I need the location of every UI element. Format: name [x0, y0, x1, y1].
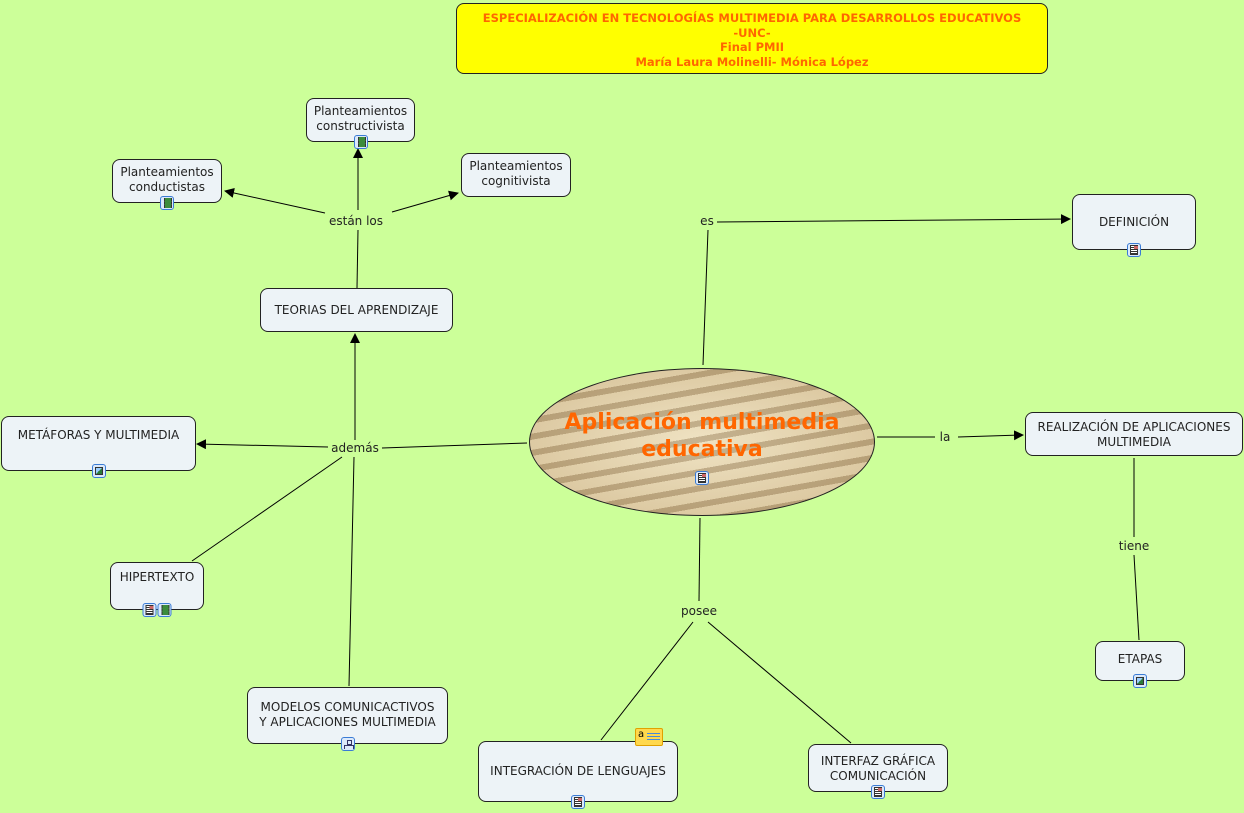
link-estanlos-to-conductistas — [224, 188, 326, 214]
film-icon[interactable] — [353, 135, 368, 149]
central-concept-label: Aplicación multimedia educativa — [564, 410, 840, 462]
title-banner: ESPECIALIZACIÓN EN TECNOLOGÍAS MULTIMEDI… — [456, 3, 1048, 74]
link-teorias-to-estanlos — [356, 229, 359, 289]
concept-planteamientos-cognitivista[interactable]: Planteamientos cognitivista — [461, 153, 571, 197]
concept-modelos-comunicactivos[interactable]: MODELOS COMUNICACTIVOS Y APLICACIONES MU… — [247, 687, 448, 751]
concept-label: TEORIAS DEL APRENDIZAJE — [274, 302, 439, 317]
concept-label: METÁFORAS Y MULTIMEDIA — [17, 428, 180, 442]
concept-label: Planteamientos conductistas — [120, 165, 214, 194]
link-central-to-ademas — [381, 442, 528, 449]
image-icon[interactable] — [1133, 674, 1147, 688]
link-es-to-definicion — [716, 214, 1071, 225]
link-central-to-es — [702, 229, 709, 366]
document-icon[interactable] — [871, 785, 885, 799]
concept-label: INTERFAZ GRÁFICA COMUNICACIÓN — [820, 754, 936, 783]
concept-planteamientos-conductistas[interactable]: Planteamientos conductistas — [112, 159, 222, 210]
central-resources — [695, 471, 709, 485]
concept-map-icon[interactable] — [340, 737, 355, 751]
link-phrase-posee[interactable]: posee — [679, 604, 719, 618]
concept-definicion[interactable]: DEFINICIÓN — [1072, 194, 1196, 257]
link-phrase-estan-los[interactable]: están los — [326, 214, 386, 228]
document-icon[interactable] — [571, 795, 585, 809]
banner-line-course: Final PMII — [719, 40, 785, 54]
concept-metaforas-y-multimedia[interactable]: METÁFORAS Y MULTIMEDIA — [1, 416, 196, 478]
concept-etapas[interactable]: ETAPAS — [1095, 641, 1185, 688]
resource-icons — [160, 196, 174, 210]
concept-label: Planteamientos cognitivista — [469, 159, 563, 188]
concept-label: INTEGRACIÓN DE LENGUAJES — [490, 764, 666, 778]
link-central-to-posee — [698, 517, 701, 602]
film-icon[interactable] — [160, 196, 174, 210]
document-icon[interactable] — [1127, 243, 1141, 257]
resource-icons — [1133, 674, 1147, 688]
concept-label: ETAPAS — [1117, 652, 1163, 666]
film-icon[interactable] — [157, 603, 172, 617]
central-concept[interactable]: Aplicación multimedia educativa — [529, 368, 875, 516]
concept-label: REALIZACIÓN DE APLICACIONES MULTIMEDIA — [1037, 420, 1231, 449]
link-ademas-to-hipertexto — [191, 456, 343, 562]
link-tiene-to-etapas — [1133, 554, 1140, 641]
resource-icons — [571, 795, 585, 809]
link-posee-to-integracion — [600, 621, 694, 741]
banner-line-authors: María Laura Molinelli- Mónica López — [635, 54, 869, 69]
link-phrase-es[interactable]: es — [698, 214, 716, 228]
concept-planteamientos-constructivista[interactable]: Planteamientos constructivista — [306, 98, 415, 149]
concept-hipertexto[interactable]: HIPERTEXTO — [110, 562, 204, 617]
concept-label: MODELOS COMUNICACTIVOS Y APLICACIONES MU… — [259, 700, 436, 729]
concept-interfaz-grafica-comunicacion[interactable]: INTERFAZ GRÁFICA COMUNICACIÓN — [808, 744, 948, 799]
link-phrase-ademas[interactable]: además — [329, 441, 381, 455]
resource-icons — [1127, 243, 1141, 257]
banner-line-program: ESPECIALIZACIÓN EN TECNOLOGÍAS MULTIMEDI… — [482, 11, 1022, 25]
link-phrase-la[interactable]: la — [937, 430, 953, 444]
concept-teorias-del-aprendizaje[interactable]: TEORIAS DEL APRENDIZAJE — [260, 288, 453, 332]
concept-realizacion-de-aplicaciones[interactable]: REALIZACIÓN DE APLICACIONES MULTIMEDIA — [1025, 412, 1243, 456]
concept-label: HIPERTEXTO — [119, 570, 195, 584]
resource-icons — [340, 737, 355, 751]
link-ademas-to-metaforas — [196, 439, 329, 450]
resource-icons — [353, 135, 368, 149]
link-la-to-realizacion — [957, 430, 1024, 441]
resource-icons — [91, 464, 106, 478]
link-phrase-tiene[interactable]: tiene — [1116, 539, 1152, 553]
link-ademas-to-modelos — [348, 456, 355, 687]
note-icon[interactable]: a — [635, 728, 663, 746]
link-posee-to-interfaz — [707, 621, 852, 744]
concept-label: Planteamientos constructivista — [313, 104, 408, 133]
concept-label: DEFINICIÓN — [1098, 214, 1170, 229]
image-icon[interactable] — [91, 464, 106, 478]
link-estanlos-to-cognitivista — [391, 190, 459, 213]
resource-icons — [142, 603, 172, 617]
concept-integracion-de-lenguajes[interactable]: INTEGRACIÓN DE LENGUAJES a — [478, 728, 678, 809]
banner-line-university: -UNC- — [733, 25, 771, 40]
resource-icons — [871, 785, 885, 799]
document-icon[interactable] — [695, 471, 709, 485]
document-icon[interactable] — [142, 603, 157, 617]
